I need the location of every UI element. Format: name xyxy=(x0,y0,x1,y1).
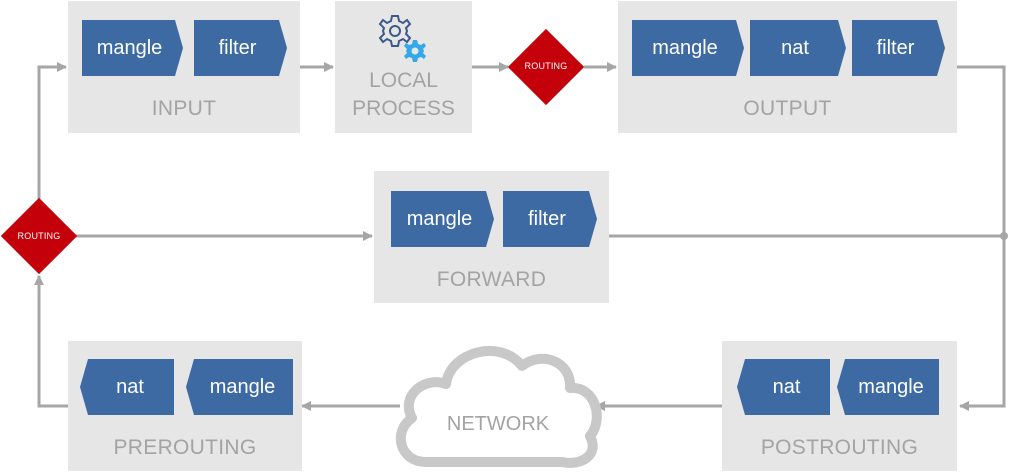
local-label-line2: PROCESS xyxy=(352,97,455,120)
local-label-line1: LOCAL xyxy=(369,69,438,92)
table-filter: filter xyxy=(194,20,287,76)
chain-label: OUTPUT xyxy=(743,97,832,120)
chain-label: POSTROUTING xyxy=(760,436,919,459)
table-nat: nat xyxy=(737,359,830,415)
chain-forward: mangle filter FORWARD xyxy=(374,171,609,303)
chain-label: PREROUTING xyxy=(113,436,257,459)
gears-icon xyxy=(378,15,426,62)
table-mangle: mangle xyxy=(837,359,939,415)
chain-label: FORWARD xyxy=(436,268,547,291)
chain-local-process: LOCAL PROCESS xyxy=(335,1,472,133)
table-filter: filter xyxy=(503,191,597,247)
chain-input: mangle filter INPUT xyxy=(68,1,300,133)
table-filter: filter xyxy=(852,20,945,76)
table-mangle: mangle xyxy=(632,20,744,76)
chain-output: mangle nat filter OUTPUT xyxy=(618,1,957,133)
arrow-prerouting-to-routing xyxy=(34,275,68,408)
routing-label: ROUTING xyxy=(524,61,568,71)
arrow-routing-to-input xyxy=(37,62,67,205)
table-mangle: mangle xyxy=(391,191,494,247)
local-process-label: LOCAL PROCESS xyxy=(335,67,472,123)
table-mangle: mangle xyxy=(186,359,293,415)
chain-label: INPUT xyxy=(151,97,217,120)
table-mangle: mangle xyxy=(82,20,183,76)
table-nat: nat xyxy=(80,359,174,415)
network-cloud xyxy=(395,345,602,468)
routing-label: ROUTING xyxy=(17,231,61,241)
network-label: NETWORK xyxy=(446,413,550,435)
table-nat: nat xyxy=(750,20,846,76)
junction-dot xyxy=(1000,232,1008,240)
chain-prerouting: nat mangle PREROUTING xyxy=(68,341,302,471)
chain-postrouting: nat mangle POSTROUTING xyxy=(722,341,957,471)
